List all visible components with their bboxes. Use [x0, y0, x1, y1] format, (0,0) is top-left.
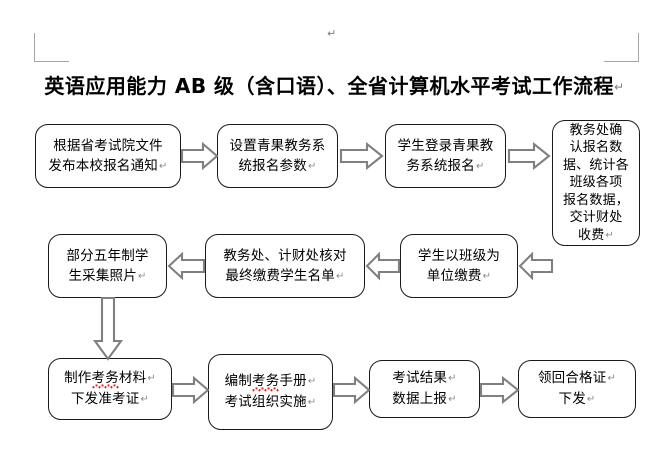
flow-node-line: 单位缴费↵ — [426, 267, 492, 284]
page-title: 英语应用能力 AB 级（含口语）、全省计算机水平考试工作流程↵ — [0, 70, 669, 99]
flow-node-n5[interactable]: 部分五年制学生采集照片↵ — [48, 234, 167, 298]
connector-arrow-n1-n2 — [180, 141, 219, 171]
title-return-mark: ↵ — [614, 80, 625, 94]
connector-arrow-n11-n12 — [479, 375, 520, 405]
line-return-mark: ↵ — [307, 160, 317, 172]
flow-node-line: 部分五年制学 — [66, 247, 149, 264]
flow-node-line: 统报名参数↵ — [238, 157, 317, 174]
line-return-mark: ↵ — [448, 373, 457, 384]
flow-node-line: 根据省考试院文件 — [53, 137, 163, 154]
line-return-mark: ↵ — [482, 270, 492, 282]
flow-node-line: 编制考务手册↵ — [225, 371, 317, 392]
flow-node-n7[interactable]: 学生以班级为单位缴费↵ — [400, 234, 518, 298]
flow-node-line: 考试组织实施↵ — [224, 394, 317, 410]
connector-arrow-n5-n9 — [92, 296, 124, 361]
flow-node-line: 务系统报名↵ — [406, 157, 485, 174]
flow-node-line: 学生以班级为 — [417, 247, 501, 264]
connector-arrow-n2-n3 — [339, 141, 384, 171]
flow-node-n12[interactable]: 领回合格证↵ 下发↵ — [518, 360, 636, 418]
connector-arrow-n7-n6 — [365, 251, 401, 281]
flow-node-line: 下发↵ — [558, 391, 596, 407]
flow-node-line: 考试结果↵ — [392, 370, 457, 386]
line-return-mark: ↵ — [137, 270, 147, 282]
connector-arrow-n4-n7 — [518, 251, 554, 281]
line-return-mark: ↵ — [147, 373, 156, 384]
connector-arrow-n6-n5 — [167, 251, 206, 281]
connector-arrow-n3-n4 — [507, 141, 551, 171]
flow-node-n11[interactable]: 考试结果↵ 数据上报↵ — [369, 360, 480, 418]
flow-node-n3[interactable]: 学生登录青果教务系统报名↵ — [385, 124, 506, 188]
flow-node-line: 最终缴费学生名单↵ — [225, 267, 345, 284]
connector-arrow-n10-n11 — [332, 375, 371, 405]
flow-node-line: 认报名数 — [569, 140, 623, 156]
flow-node-n1[interactable]: 根据省考试院文件发布本校报名通知↵ — [35, 124, 181, 188]
flow-node-line: 学生登录青果教 — [397, 137, 494, 154]
flow-node-line: 领回合格证↵ — [537, 370, 617, 386]
line-return-mark: ↵ — [140, 394, 150, 405]
paragraph-return-mark-top: ↵ — [327, 27, 337, 40]
flow-node-n6[interactable]: 教务处、计财处核对最终缴费学生名单↵ — [205, 234, 365, 298]
page-margin-corner-top-left — [34, 33, 69, 62]
flow-node-n10[interactable]: 编制考务手册↵ 考试组织实施↵ — [208, 354, 333, 430]
flow-node-line: 教务处确 — [569, 122, 623, 138]
line-return-mark: ↵ — [159, 160, 168, 172]
connector-arrow-n9-n10 — [171, 375, 210, 405]
line-return-mark: ↵ — [307, 376, 317, 387]
flow-node-line: 据、统计各 — [562, 157, 629, 173]
line-return-mark: ↵ — [307, 397, 317, 408]
spellcheck-underline: 考务 — [91, 370, 119, 389]
flow-node-line: 数据上报↵ — [392, 391, 457, 407]
page-margin-corner-top-right — [604, 33, 639, 62]
line-return-mark: ↵ — [475, 160, 485, 172]
flow-node-line: 报名数据， — [562, 192, 629, 208]
line-return-mark: ↵ — [586, 394, 596, 405]
flow-node-line: 发布本校报名通知↵ — [48, 157, 168, 174]
flow-node-line: 设置青果教务系 — [229, 137, 326, 154]
flow-node-line: 生采集照片↵ — [68, 267, 147, 284]
flow-node-n9[interactable]: 制作考务材料↵ 下发准考证↵ — [48, 358, 172, 420]
line-return-mark: ↵ — [605, 229, 614, 241]
flow-node-n2[interactable]: 设置青果教务系统报名参数↵ — [217, 124, 338, 188]
line-return-mark: ↵ — [448, 394, 457, 405]
line-return-mark: ↵ — [336, 270, 345, 282]
flow-node-n4[interactable]: 教务处确认报名数据、统计各班级各项报名数据， 交计财处收费↵ — [552, 120, 640, 246]
flow-node-line: 教务处、计财处核对 — [223, 247, 347, 264]
page-title-text: 英语应用能力 AB 级（含口语）、全省计算机水平考试工作流程 — [44, 74, 615, 98]
flow-node-line: 交计财处 — [569, 210, 623, 226]
flow-node-line: 收费↵ — [578, 227, 614, 243]
spellcheck-underline: 考务 — [252, 373, 280, 392]
line-return-mark: ↵ — [607, 373, 617, 384]
flow-node-line: 班级各项 — [569, 175, 623, 191]
flow-node-line: 制作考务材料↵ — [64, 368, 156, 389]
flow-node-line: 下发准考证↵ — [70, 391, 150, 407]
